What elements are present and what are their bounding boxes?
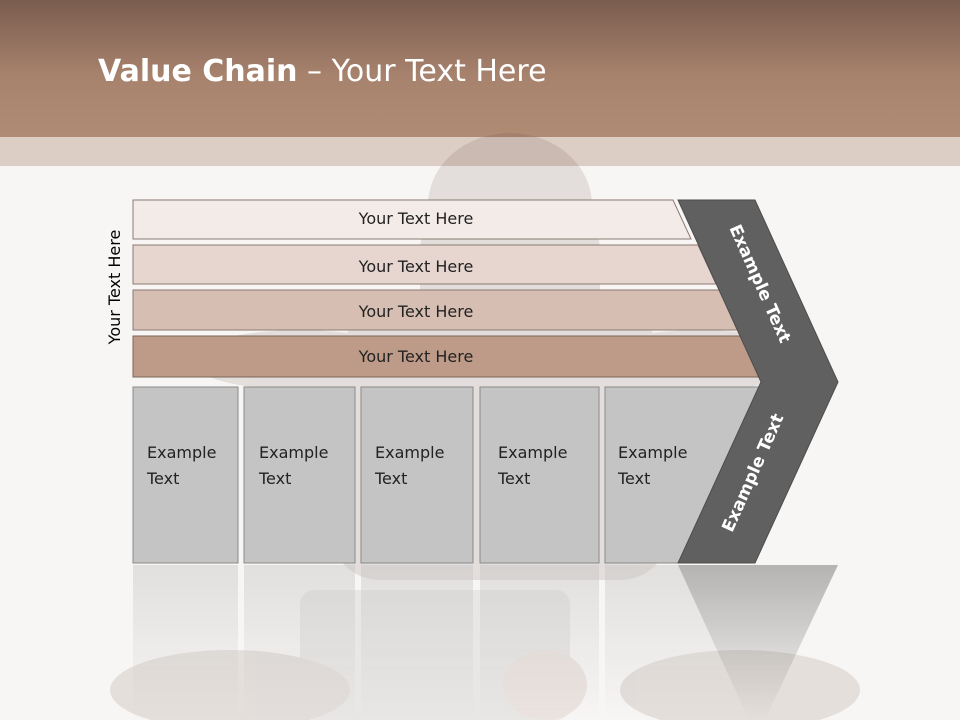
activity-box-3: Example Text	[360, 386, 474, 564]
support-bar-2: Your Text Here	[132, 244, 717, 285]
activity-3-line2: Text	[374, 469, 407, 488]
header-band	[0, 0, 960, 137]
activity-2-line1: Example	[259, 443, 328, 462]
slide-title: Value Chain – Your Text Here	[98, 54, 547, 89]
activity-4-line2: Text	[497, 469, 530, 488]
support-bar-4: Your Text Here	[132, 335, 765, 378]
title-rest: – Your Text Here	[297, 54, 547, 89]
header-subband	[0, 137, 960, 166]
activity-box-5: Example Text	[604, 386, 762, 564]
activity-5-line2: Text	[617, 469, 650, 488]
activity-5-line1: Example	[618, 443, 687, 462]
activity-1-line1: Example	[147, 443, 216, 462]
activity-box-1: Example Text	[132, 386, 239, 564]
support-bar-1-label: Your Text Here	[358, 209, 474, 228]
support-bar-3: Your Text Here	[132, 289, 740, 331]
title-bold: Value Chain	[98, 54, 298, 89]
support-bar-3-label: Your Text Here	[358, 302, 474, 321]
support-bar-4-label: Your Text Here	[358, 347, 474, 366]
activity-1-line2: Text	[146, 469, 179, 488]
activity-2-line2: Text	[258, 469, 291, 488]
activity-box-4: Example Text	[479, 386, 600, 564]
diagram-reflection	[133, 565, 838, 720]
support-bar-2-label: Your Text Here	[358, 257, 474, 276]
support-bar-1: Your Text Here	[132, 199, 692, 240]
activity-box-2: Example Text	[243, 386, 356, 564]
activity-4-line1: Example	[498, 443, 567, 462]
activity-3-line1: Example	[375, 443, 444, 462]
